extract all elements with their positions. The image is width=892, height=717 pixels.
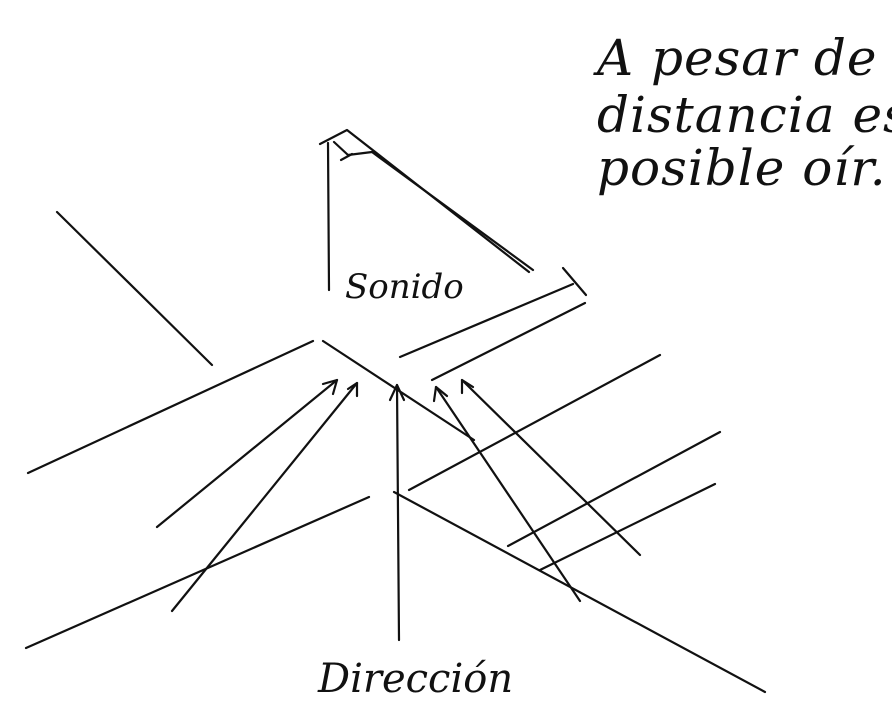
- barrier-lines: [24, 210, 767, 694]
- arrow-head-left-outer: [321, 378, 339, 396]
- note-line-1: A pesar de la: [593, 29, 892, 87]
- direction-arrows: [155, 378, 642, 642]
- arrow-shaft-right-outer: [460, 378, 642, 557]
- direction-label: Dirección: [317, 656, 513, 702]
- arrow-shaft-right-inner: [434, 385, 582, 603]
- lower-left-line: [24, 495, 371, 650]
- lower-right-diagonal: [392, 490, 767, 694]
- sound-emitter-drawing: [318, 128, 588, 297]
- right-wall-upper-segment-a: [398, 282, 575, 359]
- emitter-notch: [339, 152, 354, 162]
- emitter-outer-line: [318, 128, 531, 274]
- emitter-tip-line: [561, 266, 588, 297]
- arrow-head-right-inner: [432, 385, 449, 403]
- right-parallel-line-2: [506, 430, 722, 548]
- arrow-head-right-outer: [460, 378, 475, 395]
- right-wall-upper-segment-b: [430, 301, 587, 382]
- arrow-shaft-left-inner: [170, 381, 359, 613]
- sound-label: Sonido: [345, 267, 464, 307]
- arrow-shaft-left-outer: [155, 378, 339, 529]
- right-parallel-line-3: [538, 482, 717, 572]
- emitter-vertical-line: [326, 141, 331, 292]
- arrow-head-center: [388, 383, 406, 402]
- note-line-3: posible oír.: [597, 139, 887, 197]
- handwritten-note: A pesar de la distancia es posible oír.: [593, 29, 892, 197]
- arrow-head-left-inner: [346, 381, 359, 398]
- left-diagonal-wall: [55, 210, 214, 367]
- right-parallel-line-1: [407, 353, 662, 492]
- note-line-2: distancia es: [597, 86, 892, 144]
- left-wall-upper: [26, 339, 315, 475]
- arrow-shaft-center: [395, 383, 401, 642]
- emitter-inner-line: [332, 140, 535, 272]
